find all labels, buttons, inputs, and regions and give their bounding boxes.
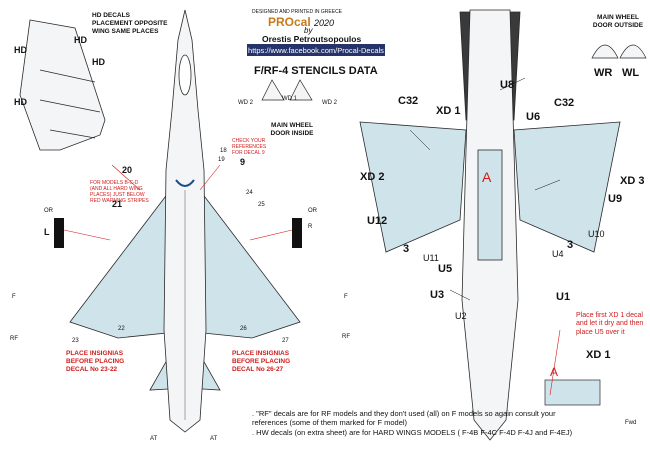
black-leaders — [409, 77, 561, 301]
label-xd3: XD 3 — [620, 175, 645, 187]
label-wd1: WD 1 — [282, 96, 297, 102]
footer-notes: . "RF" decals are for RF models and they… — [252, 409, 582, 437]
label-or-right: OR — [308, 208, 317, 214]
label-18: 18 — [220, 148, 227, 154]
red-leaders — [63, 164, 561, 396]
main-wheel-door-inside — [261, 79, 313, 101]
label-at-right: AT — [210, 436, 218, 442]
label-hd-3: HD — [92, 57, 105, 67]
insignias-left-note: PLACE INSIGNIAS BEFORE PLACING DECAL No … — [66, 350, 125, 373]
label-u12: U12 — [367, 215, 388, 227]
label-f-right: F — [344, 294, 348, 300]
label-xd2: XD 2 — [360, 171, 385, 183]
main-wheel-inside-note: MAIN WHEEL DOOR INSIDE — [270, 122, 314, 137]
xd1-note: Place first XD 1 decal and let it dry an… — [576, 312, 644, 336]
label-at-left: AT — [150, 436, 158, 442]
label-xd1-top: XD 1 — [436, 105, 461, 117]
label-9: 9 — [240, 157, 246, 167]
label-23: 23 — [72, 338, 79, 344]
label-u5: U5 — [438, 263, 453, 275]
label-21: 21 — [112, 199, 123, 209]
label-19: 19 — [218, 157, 225, 163]
label-25: 25 — [258, 202, 265, 208]
fwd-label: Fwd — [625, 420, 637, 426]
label-27: 27 — [282, 338, 289, 344]
label-rf-right: RF — [342, 334, 350, 340]
year: 2020 — [314, 18, 335, 28]
left-walkway-stripe — [54, 218, 64, 248]
label-u9: U9 — [608, 193, 623, 205]
author: Orestis Petroutsopoulos — [262, 34, 362, 44]
page-title: F/RF-4 STENCILS DATA — [254, 65, 378, 77]
label-u4: U4 — [552, 249, 564, 259]
label-hd-2: HD — [74, 35, 87, 45]
label-l: L — [44, 227, 50, 237]
label-24: 24 — [246, 190, 253, 196]
main-wheel-outside-note: MAIN WHEEL DOOR OUTSIDE — [592, 14, 644, 29]
footer-hw-note: . HW decals (on extra sheet) are for HAR… — [252, 427, 573, 437]
label-xd1-bottom: XD 1 — [586, 349, 611, 361]
check-ref-note: CHECK YOUR REFERENCES FOR DECAL 9 — [232, 138, 267, 156]
label-wl: WL — [622, 67, 640, 79]
right-walkway-stripe — [292, 218, 302, 248]
by-label: by — [304, 26, 313, 35]
label-hd-4: HD — [14, 97, 27, 107]
label-u10: U10 — [588, 229, 605, 239]
label-c32-left: C32 — [398, 95, 419, 107]
label-a-top: A — [482, 169, 492, 185]
hd-note: HD DECALS PLACEMENT OPPOSITE WING SAME P… — [92, 12, 168, 35]
label-u1: U1 — [556, 291, 571, 303]
label-22: 22 — [118, 326, 125, 332]
label-u6: U6 — [526, 111, 541, 123]
label-3-left: 3 — [403, 243, 410, 255]
label-f-left: F — [12, 294, 16, 300]
label-26: 26 — [240, 326, 247, 332]
label-u11: U11 — [423, 253, 439, 263]
top-view-aircraft — [69, 9, 301, 433]
insignias-right-note: PLACE INSIGNIAS BEFORE PLACING DECAL No … — [232, 350, 291, 373]
models-note: FOR MODELS B-C-D (AND ALL HARD WING PLAC… — [90, 180, 149, 204]
belly-detail — [544, 379, 601, 406]
designed-by: DESIGNED AND PRINTED IN GREECE — [252, 9, 343, 15]
label-a-bottom: A — [550, 365, 559, 379]
main-wheel-door-outside — [591, 44, 647, 59]
footer-rf-note: . "RF" decals are for RF models and they… — [252, 409, 556, 428]
label-r: R — [308, 224, 313, 230]
label-hd-1: HD — [14, 45, 27, 55]
label-u3: U3 — [430, 289, 445, 301]
label-or-left: OR — [44, 208, 53, 214]
facebook-link[interactable]: https://www.facebook.com/Procal-Decals — [247, 44, 385, 56]
wing-side-view — [19, 19, 106, 151]
brand-logo: PROcal — [268, 15, 311, 29]
bottom-view-aircraft — [359, 9, 621, 441]
label-wr: WR — [594, 67, 613, 79]
label-3-right: 3 — [567, 239, 574, 251]
label-20: 20 — [122, 165, 133, 175]
label-wd2-left: WD 2 — [238, 100, 253, 106]
label-u8: U8 — [500, 79, 515, 91]
label-u2: U2 — [455, 311, 467, 321]
label-wd2-right: WD 2 — [322, 100, 337, 106]
label-c32-right: C32 — [554, 97, 575, 109]
label-rf-left: RF — [10, 336, 18, 342]
